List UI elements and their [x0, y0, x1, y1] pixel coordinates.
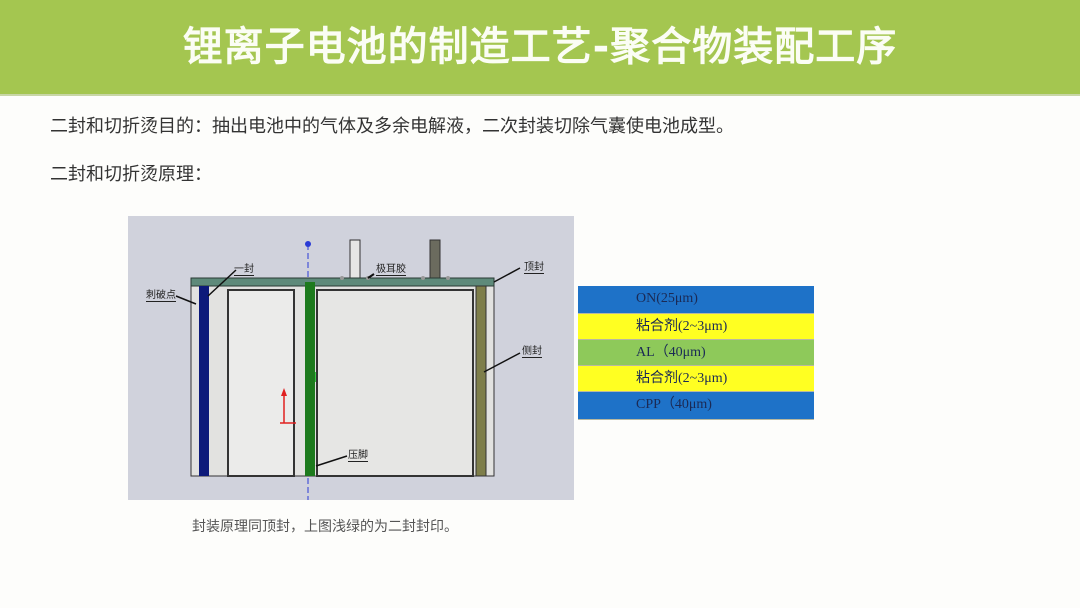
label-press-foot: 压脚: [348, 446, 368, 462]
page-title: 锂离子电池的制造工艺-聚合物装配工序: [182, 24, 898, 70]
label-tab-glue: 极耳胶: [376, 260, 406, 276]
layer-on: ON(25μm): [578, 286, 814, 314]
battery-seal-diagram: 刺破点 一封 极耳胶 顶封 侧封 压脚: [128, 216, 574, 500]
label-side-seal: 侧封: [522, 342, 542, 358]
label-first-seal: 一封: [234, 260, 254, 276]
aluminum-laminate-layer-stack: ON(25μm) 粘合剂(2~3μm) AL（40μm) 粘合剂(2~3μm) …: [578, 286, 814, 420]
layer-adhesive-bottom: 粘合剂(2~3μm): [578, 366, 814, 392]
purpose-text: 二封和切折烫目的：抽出电池中的气体及多余电解液，二次封装切除气囊使电池成型。: [50, 116, 734, 137]
layer-adhesive-top: 粘合剂(2~3μm): [578, 314, 814, 340]
principle-heading: 二封和切折烫原理：: [50, 164, 212, 185]
title-banner: 锂离子电池的制造工艺-聚合物装配工序: [0, 0, 1080, 96]
layer-cpp: CPP（40μm): [578, 392, 814, 420]
figure-caption: 封装原理同顶封，上图浅绿的为二封封印。: [192, 519, 458, 535]
label-top-seal: 顶封: [524, 258, 544, 274]
layer-al: AL（40μm): [578, 340, 814, 366]
label-pierce-point: 刺破点: [146, 286, 176, 302]
diagram-drawing: [175, 239, 521, 500]
